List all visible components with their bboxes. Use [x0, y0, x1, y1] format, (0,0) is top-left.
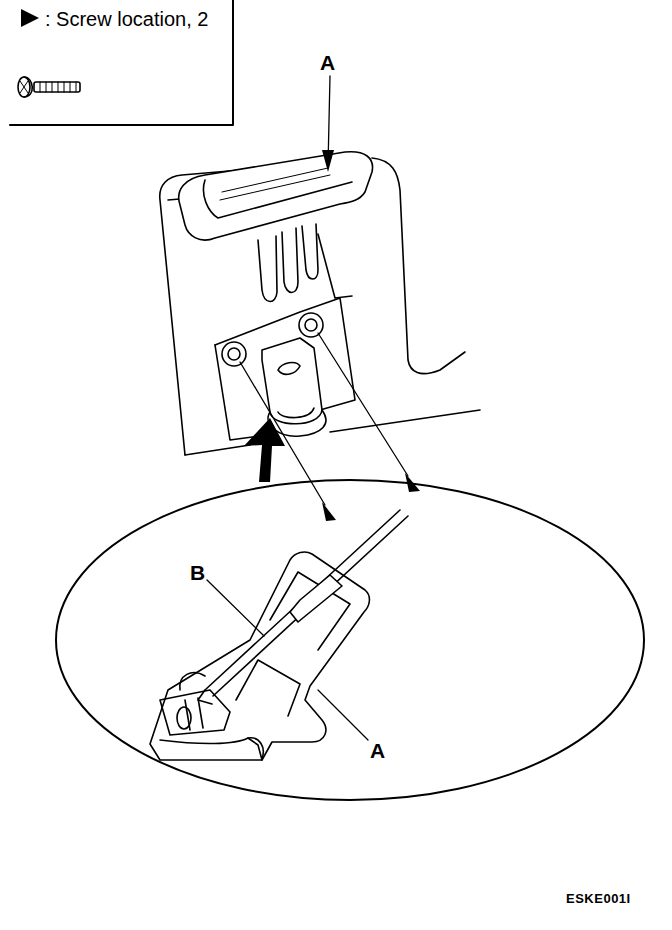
leader-line [318, 333, 408, 476]
latch-detail [150, 552, 369, 760]
leader-line [318, 690, 368, 740]
screw-marker [322, 502, 336, 521]
legend-text: : Screw location, 2 [45, 9, 208, 29]
detail-arrow [244, 418, 285, 482]
part-label: B [190, 562, 205, 583]
leader-line [207, 580, 264, 636]
detail-view [56, 480, 644, 800]
rod [198, 510, 408, 704]
part-label: A [370, 740, 385, 761]
figure-code: ESKE001I [566, 892, 631, 905]
legend-border [10, 0, 233, 125]
door-handle [179, 152, 373, 302]
screw-icon [18, 77, 80, 97]
screw-marker-symbol [21, 9, 39, 27]
part-label: A [320, 52, 335, 73]
arrowhead [322, 150, 334, 172]
